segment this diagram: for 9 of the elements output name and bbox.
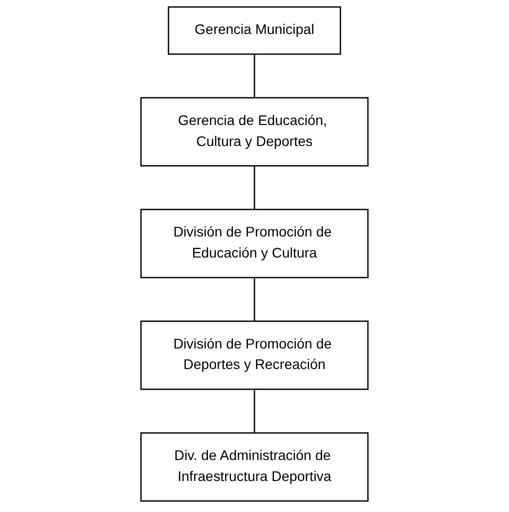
node-box: Gerencia de Educación, Cultura y Deportes [140, 97, 369, 166]
connector [254, 53, 256, 98]
connector [254, 165, 256, 210]
connector [254, 388, 256, 433]
node-box: División de Promoción de Deportes y Recreación [140, 320, 369, 390]
node-box: Div. de Administración de Infraestructura Deportiva [140, 432, 369, 502]
node-box: División de Promoción de Educación y Cultura [140, 208, 369, 278]
connector [254, 276, 256, 322]
node-box: Gerencia Municipal [168, 6, 342, 55]
